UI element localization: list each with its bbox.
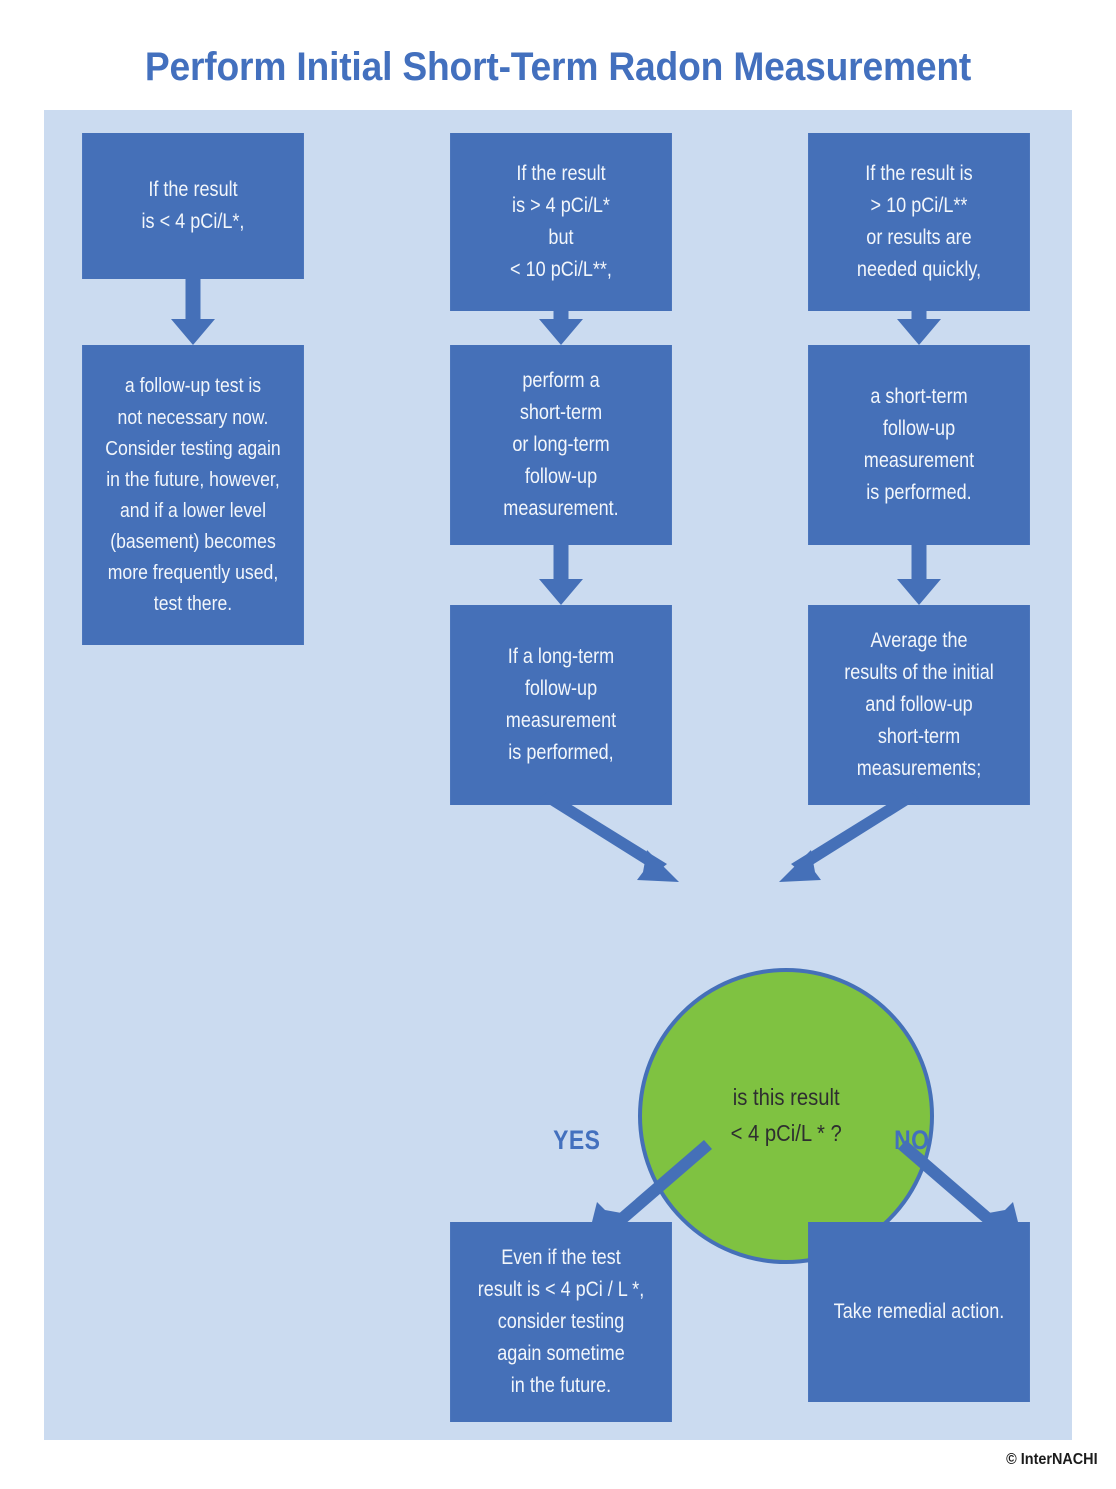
flowchart-panel: If the result is < 4 pCi/L*, a follow-up…: [44, 110, 1072, 1440]
node-high-average-text: Average the results of the initial and f…: [844, 629, 994, 780]
node-low-condition[interactable]: If the result is < 4 pCi/L*,: [82, 133, 304, 279]
arrow-high-condition-to-action: [897, 311, 941, 345]
arrow-mid-action-to-longterm: [539, 545, 583, 605]
arrow-head: [897, 319, 941, 345]
arrow-stem: [911, 545, 927, 581]
arrow-head: [171, 319, 215, 345]
branch-label-yes: YES: [553, 1125, 601, 1155]
node-high-condition[interactable]: If the result is > 10 pCi/L** or results…: [808, 133, 1030, 311]
node-high-condition-text: If the result is > 10 pCi/L** or results…: [856, 162, 982, 281]
node-mid-condition-text: If the result is > 4 pCi/L* but < 10 pCi…: [510, 162, 612, 281]
arrow-head: [539, 319, 583, 345]
node-outcome-yes-text: Even if the test result is < 4 pCi / L *…: [477, 1246, 645, 1397]
copyright-attribution: © InterNACHI: [1006, 1451, 1098, 1468]
node-high-average[interactable]: Average the results of the initial and f…: [808, 605, 1030, 805]
decision-circle-text: is this result < 4 pCi/L * ?: [730, 1084, 842, 1146]
node-high-action[interactable]: a short-term follow-up measurement is pe…: [808, 345, 1030, 545]
node-low-action-text: a follow-up test is not necessary now. C…: [105, 374, 281, 616]
node-low-condition-text: If the result is < 4 pCi/L*,: [141, 178, 245, 233]
node-high-action-text: a short-term follow-up measurement is pe…: [863, 385, 975, 504]
node-mid-condition[interactable]: If the result is > 4 pCi/L* but < 10 pCi…: [450, 133, 672, 311]
node-mid-longterm-text: If a long-term follow-up measurement is …: [505, 645, 617, 764]
arrow-head: [539, 579, 583, 605]
arrow-mid-condition-to-action: [539, 311, 583, 345]
arrow-head: [897, 579, 941, 605]
node-mid-longterm[interactable]: If a long-term follow-up measurement is …: [450, 605, 672, 805]
arrow-low-condition-to-action: [171, 279, 215, 345]
arrow-high-average-to-decision: [779, 791, 919, 882]
node-outcome-no-text: Take remedial action.: [833, 1300, 1005, 1324]
node-outcome-yes[interactable]: Even if the test result is < 4 pCi / L *…: [450, 1222, 672, 1422]
arrow-stem: [553, 545, 569, 581]
node-outcome-no[interactable]: Take remedial action.: [808, 1222, 1030, 1402]
node-mid-action-text: perform a short-term or long-term follow…: [503, 369, 619, 520]
arrow-mid-longterm-to-decision: [539, 791, 679, 882]
node-low-action[interactable]: a follow-up test is not necessary now. C…: [82, 345, 304, 645]
decision-circle[interactable]: is this result < 4 pCi/L * ?: [638, 968, 934, 1264]
page-title: Perform Initial Short-Term Radon Measure…: [144, 44, 972, 89]
node-mid-action[interactable]: perform a short-term or long-term follow…: [450, 345, 672, 545]
arrow-stem: [185, 279, 201, 319]
arrow-high-action-to-average: [897, 545, 941, 605]
